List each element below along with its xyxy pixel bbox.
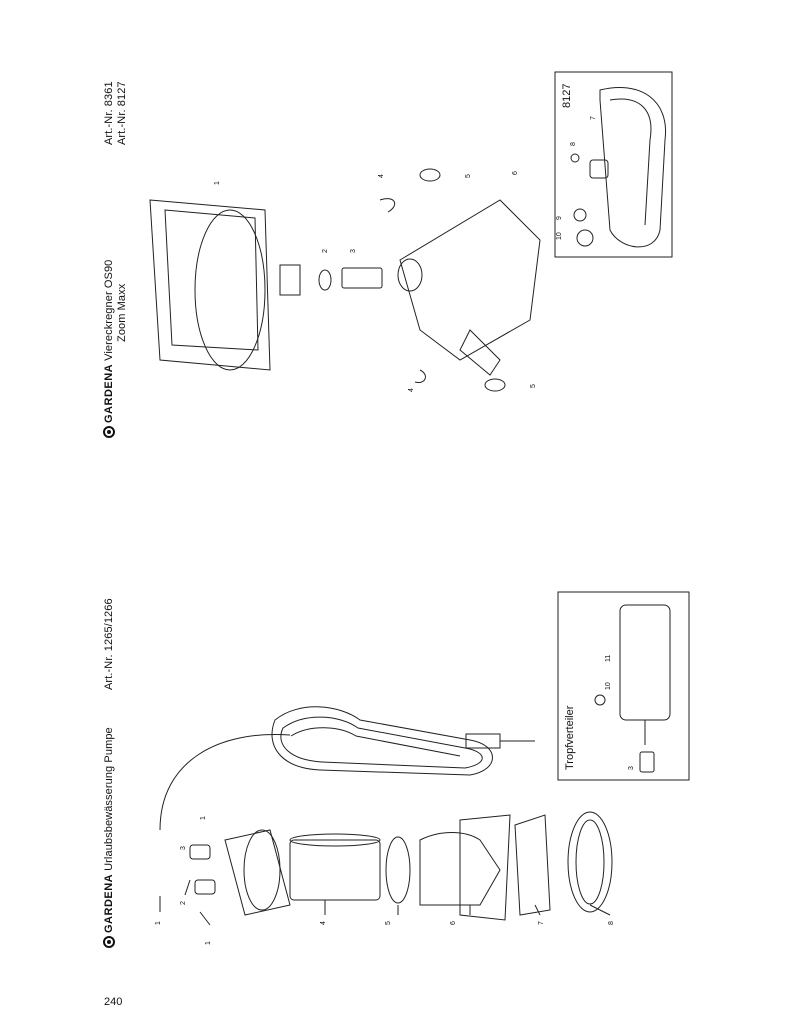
left-part-label: 5 — [385, 921, 392, 925]
right-inset-label: 7 — [590, 116, 597, 120]
right-part-label: 5 — [465, 174, 472, 178]
left-product-title: Urlaubsbewässerung Pumpe — [103, 727, 115, 871]
gardena-logo-icon — [103, 936, 115, 948]
right-part-label: 4 — [378, 174, 385, 178]
right-inset-label: 9 — [556, 216, 563, 220]
right-part-label: 6 — [512, 171, 519, 175]
left-part-label: 3 — [180, 846, 187, 850]
left-inset-label: 11 — [605, 654, 612, 662]
right-brand: GARDENA — [103, 363, 115, 423]
right-brand-block: GARDENA Viereckregner OS90 — [103, 260, 115, 438]
left-part-label: 1 — [200, 816, 207, 820]
gardena-logo-icon — [103, 426, 115, 438]
right-part-label: 3 — [350, 249, 357, 253]
left-part-label: 6 — [450, 921, 457, 925]
left-brand: GARDENA — [103, 873, 115, 933]
left-part-label: 8 — [608, 921, 615, 925]
left-part-label: 2 — [180, 901, 187, 905]
right-article-number-line1: Art.-Nr. 8361 — [103, 81, 115, 145]
left-part-label: 7 — [538, 921, 545, 925]
left-inset-label: 10 — [605, 682, 612, 690]
left-inset-label: 3 — [628, 766, 635, 770]
right-inset-title: 8127 — [561, 83, 573, 108]
right-part-label: 5 — [530, 384, 537, 388]
page-number: 240 — [104, 996, 123, 1008]
left-part-label: 4 — [320, 921, 327, 925]
left-part-label: 1 — [155, 921, 162, 925]
right-product-title-line1: Viereckregner OS90 — [103, 259, 115, 361]
left-inset-title: Tropfverteiler — [564, 705, 576, 770]
right-part-label: 4 — [408, 388, 415, 392]
right-inset-label: 8 — [570, 142, 577, 146]
right-inset-label: 10 — [556, 232, 563, 240]
right-part-label: 1 — [214, 181, 221, 185]
right-article-number-line2: Art.-Nr. 8127 — [116, 81, 128, 145]
left-part-label: 1 — [205, 941, 212, 945]
right-part-label: 2 — [322, 249, 329, 253]
left-article-number: Art.-Nr. 1265/1266 — [103, 598, 115, 690]
right-product-title-line2: Zoom Maxx — [116, 283, 128, 342]
left-brand-block: GARDENA Urlaubsbewässerung Pumpe — [103, 727, 115, 948]
